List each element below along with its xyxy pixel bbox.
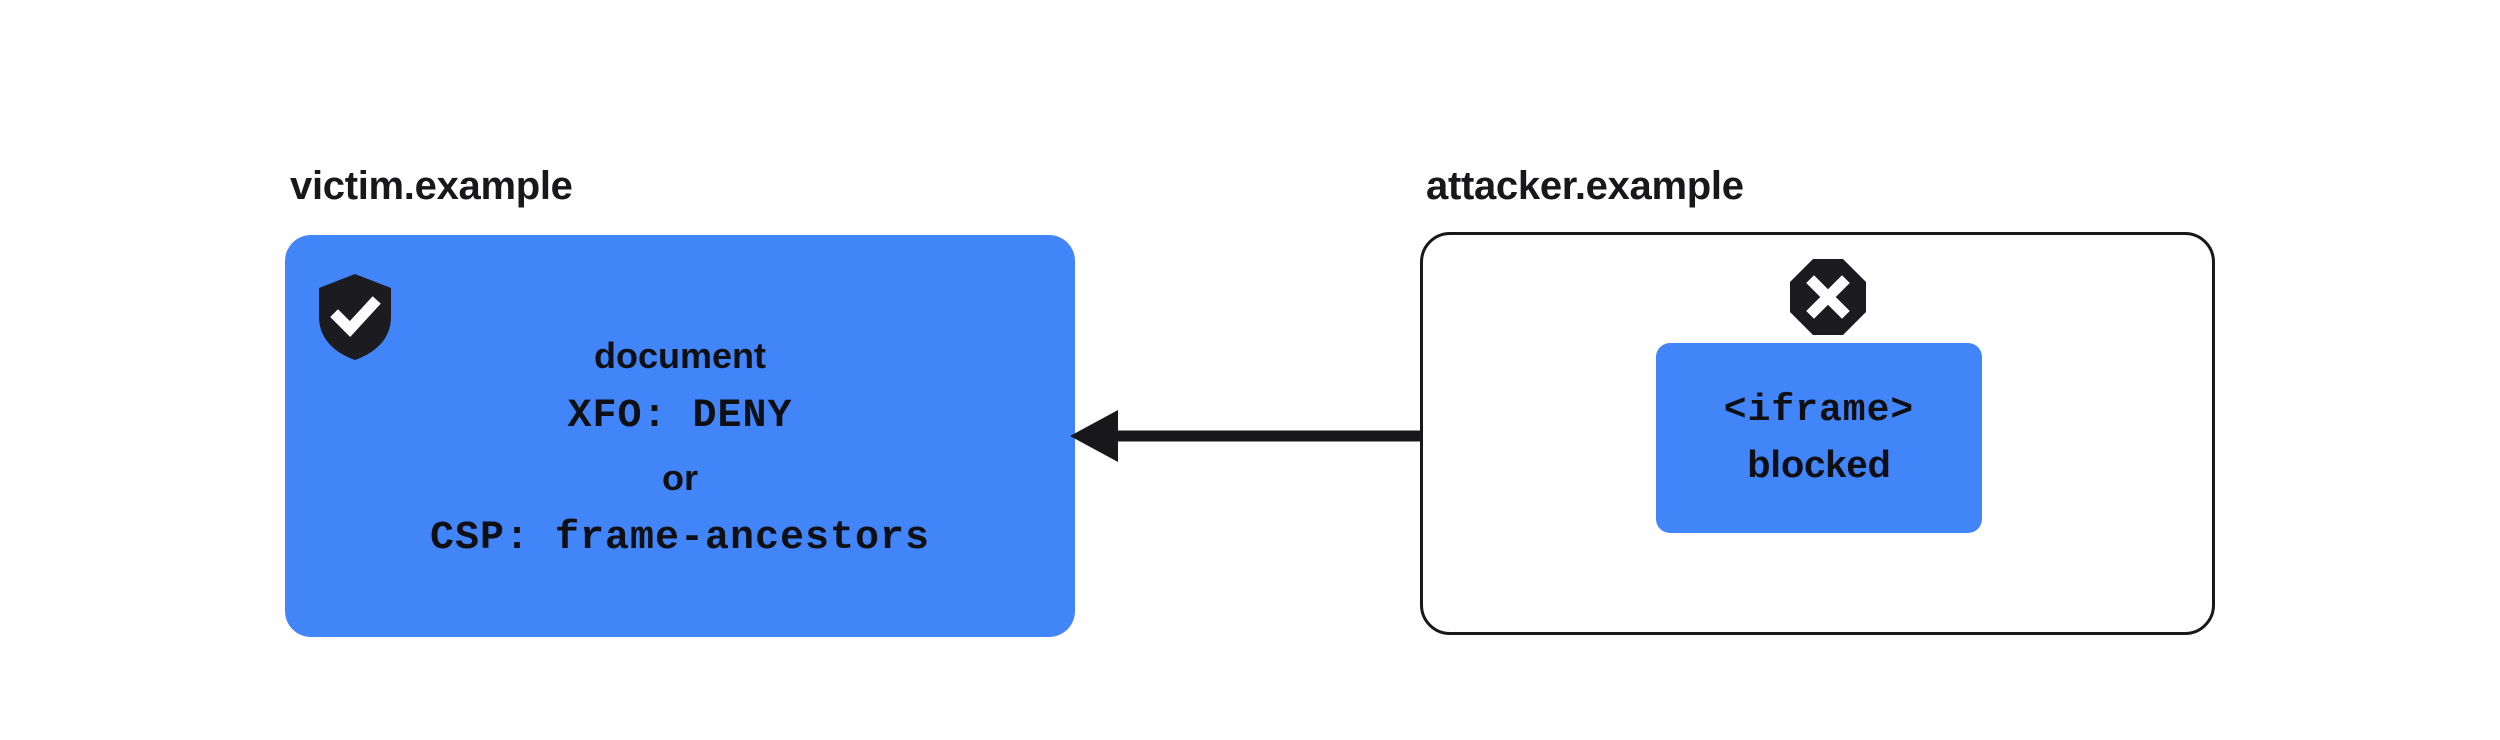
octagon-x-icon bbox=[1789, 258, 1867, 336]
victim-policy-text: document XFO: DENY or CSP: frame-ancesto… bbox=[285, 325, 1075, 569]
victim-line-xfo: XFO: DENY bbox=[567, 394, 793, 439]
shield-check-icon bbox=[318, 273, 392, 361]
iframe-line-blocked: blocked bbox=[1747, 444, 1891, 486]
victim-line-or: or bbox=[662, 457, 698, 498]
victim-domain-label: victim.example bbox=[290, 164, 573, 208]
victim-line-document: document bbox=[593, 335, 766, 376]
attacker-domain-label: attacker.example bbox=[1426, 164, 1744, 208]
victim-line-csp: CSP: frame-ancestors bbox=[429, 516, 931, 561]
victim-panel: document XFO: DENY or CSP: frame-ancesto… bbox=[285, 235, 1075, 637]
iframe-line-tag: <iframe> bbox=[1723, 389, 1915, 432]
attacker-panel: <iframe> blocked bbox=[1420, 232, 2215, 635]
attacker-iframe-box: <iframe> blocked bbox=[1656, 343, 1982, 533]
